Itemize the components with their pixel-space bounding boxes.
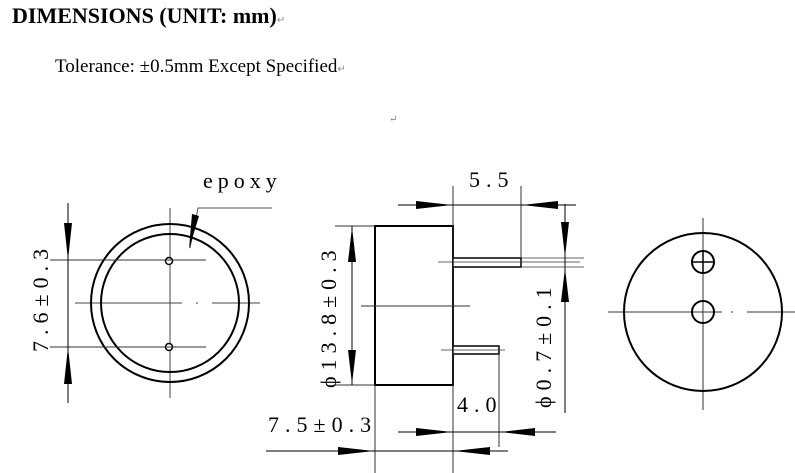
long-pin-length-label: 5.5 xyxy=(469,167,515,192)
long-pin xyxy=(452,257,522,268)
page-title: DIMENSIONS (UNIT: mm)↵ xyxy=(12,3,285,29)
return-mark-icon: ↵ xyxy=(337,64,346,75)
title-text: DIMENSIONS (UNIT: mm) xyxy=(12,3,277,28)
outer-body-circle xyxy=(90,223,250,383)
inner-epoxy-circle xyxy=(100,233,240,373)
rear-view xyxy=(608,218,795,410)
pin-diameter-label: ϕ0.7±0.1 xyxy=(531,281,556,408)
tolerance-text: Tolerance: ±0.5mm Except Specified xyxy=(55,56,338,77)
return-mark-icon: ↵ xyxy=(276,15,286,26)
paragraph-mark-icon: ↵ xyxy=(389,114,398,125)
epoxy-label: epoxy xyxy=(203,168,282,193)
pin-top xyxy=(164,256,174,266)
body-height-label: 7.5±0.3 xyxy=(268,412,377,437)
diameter-label: ϕ13.8±0.3 xyxy=(316,244,341,388)
positive-pin-icon xyxy=(691,250,715,274)
negative-pin-icon xyxy=(691,300,715,324)
rear-body-circle xyxy=(623,232,783,392)
pin-spacing-label: 7.6±0.3 xyxy=(28,243,53,352)
front-view: 7.6±0.3 epoxy xyxy=(28,168,282,403)
short-pin-length-label: 4.0 xyxy=(457,392,503,417)
tolerance-note: Tolerance: ±0.5mm Except Specified↵ xyxy=(55,56,346,78)
side-view: ϕ13.8±0.3 5.5 ϕ0.7±0.1 4.0 7.5±0.3 xyxy=(266,167,584,473)
